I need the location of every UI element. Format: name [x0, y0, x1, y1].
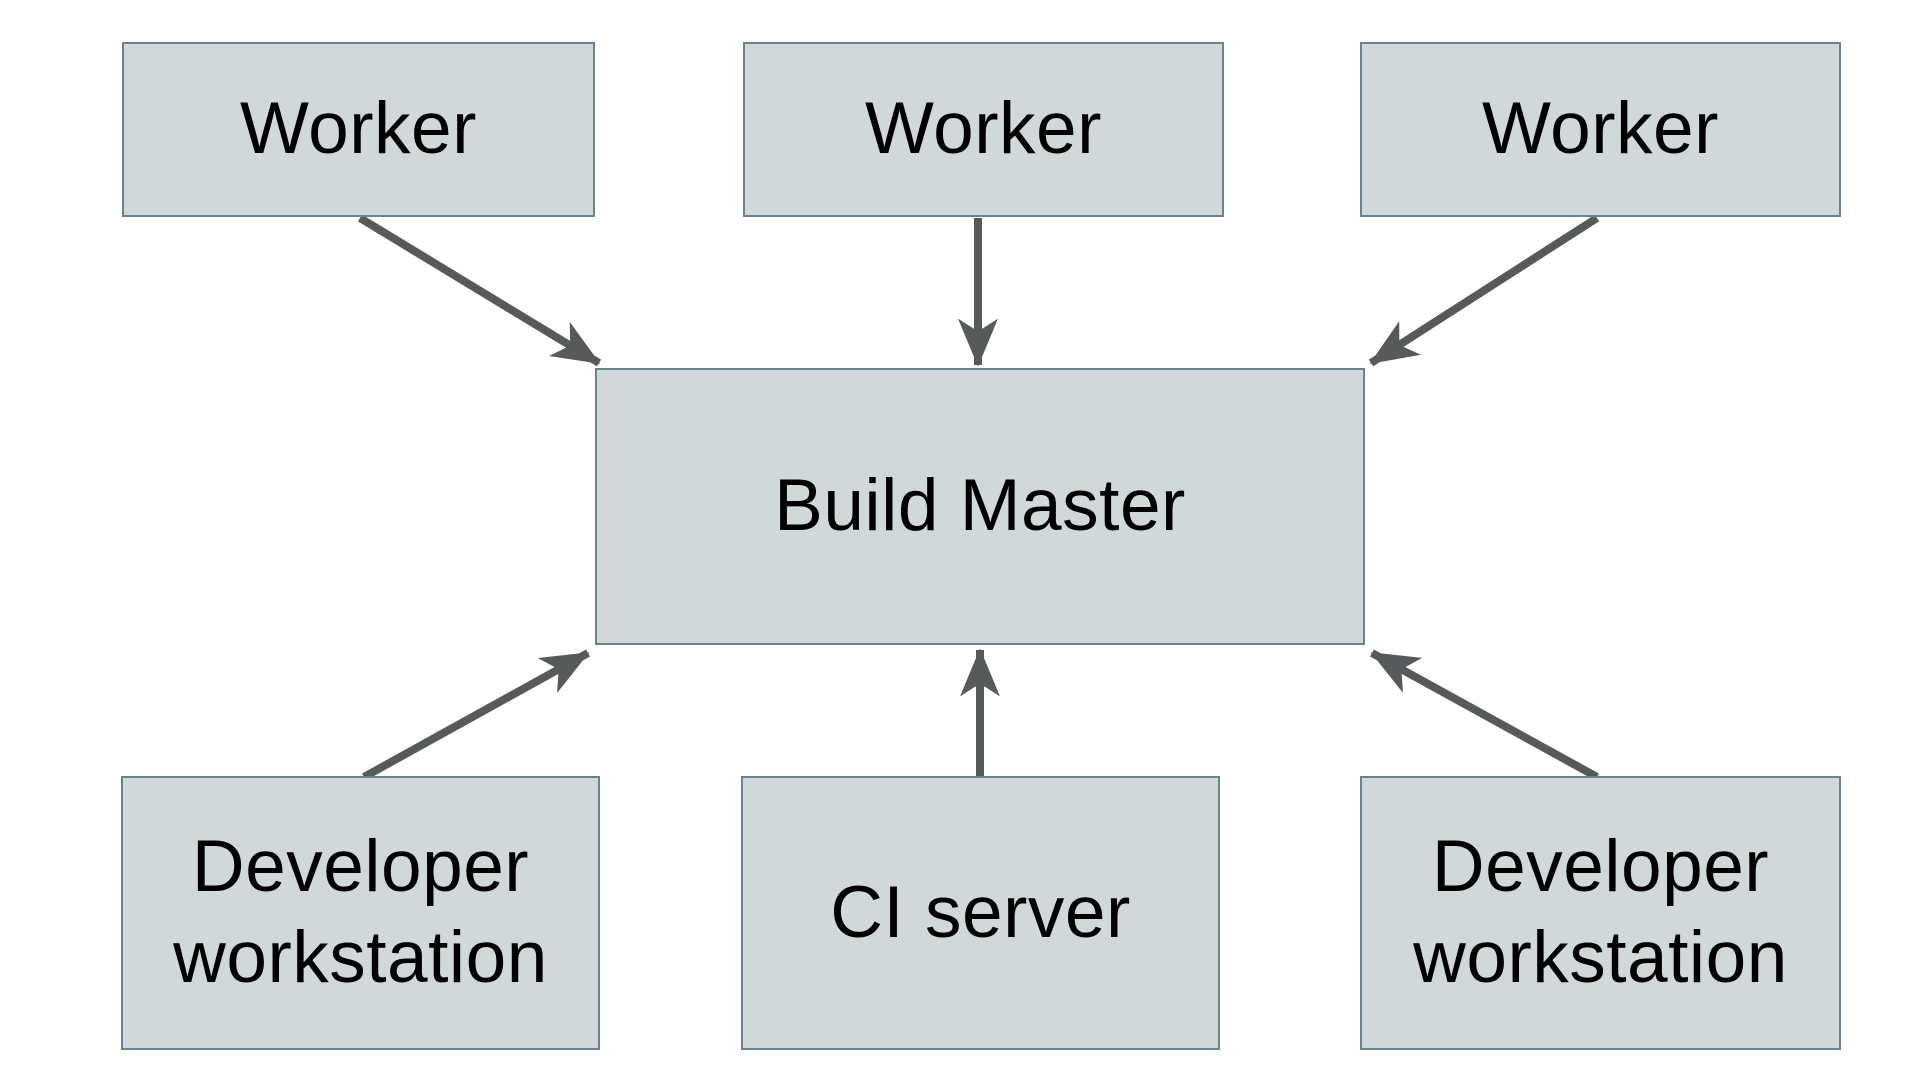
- arrow-worker-3-to-build-master: [1368, 214, 1600, 367]
- arrow-dev-workstation-1-to-build-master: [362, 649, 590, 781]
- arrow-worker-1-to-build-master: [357, 214, 602, 367]
- node-label: CI server: [830, 871, 1131, 953]
- node-label: Developer workstation: [173, 826, 548, 998]
- node-ci-server: CI server: [741, 776, 1220, 1050]
- node-worker-2: Worker: [743, 42, 1224, 217]
- node-dev-workstation-1: Developer workstation: [121, 776, 600, 1050]
- node-label: Developer workstation: [1413, 826, 1788, 998]
- arrow-dev-workstation-2-to-build-master: [1370, 649, 1599, 781]
- node-label: Worker: [1482, 88, 1719, 170]
- node-label: Worker: [865, 88, 1102, 170]
- node-dev-workstation-2: Developer workstation: [1360, 776, 1841, 1050]
- node-label: Build Master: [774, 465, 1186, 547]
- node-worker-3: Worker: [1360, 42, 1841, 217]
- node-label: Worker: [240, 88, 477, 170]
- node-build-master: Build Master: [595, 368, 1365, 645]
- node-worker-1: Worker: [122, 42, 595, 217]
